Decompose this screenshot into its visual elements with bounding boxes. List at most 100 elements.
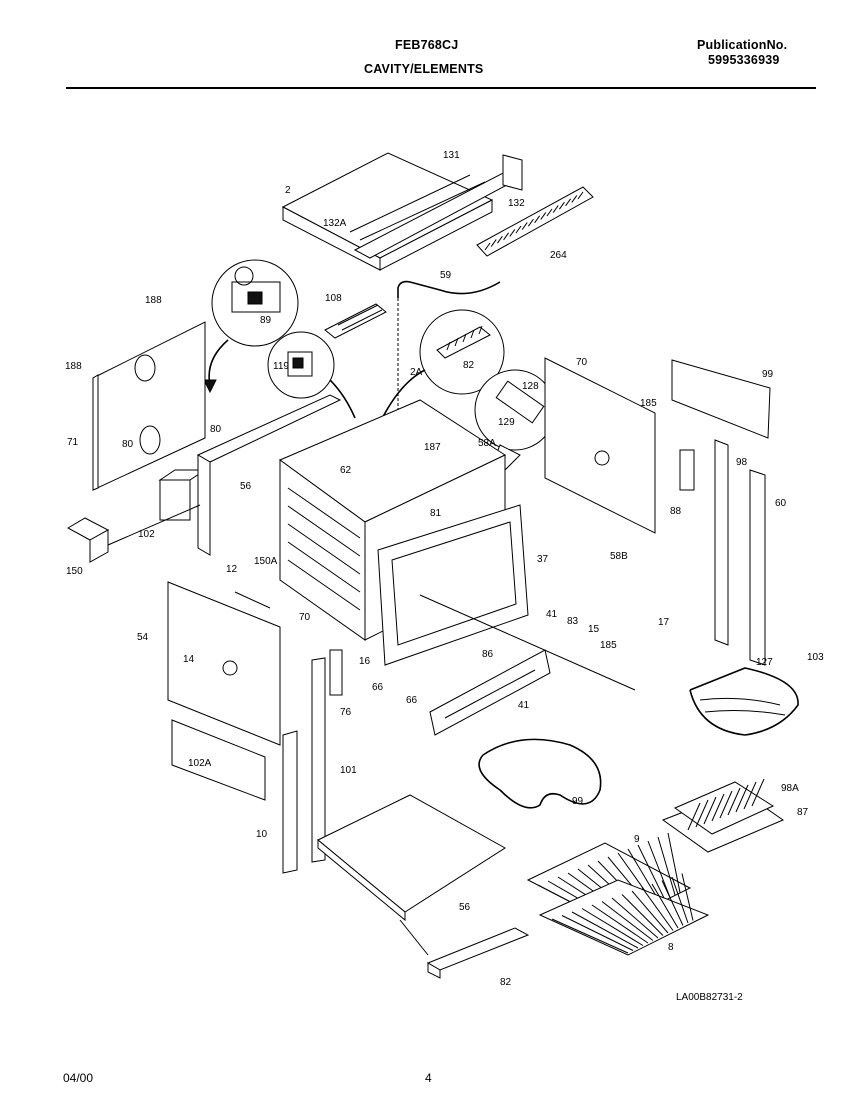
hatch-line xyxy=(577,191,584,200)
vent-panel-103 xyxy=(429,649,551,736)
hatch-line xyxy=(647,840,671,898)
hatch-line xyxy=(581,908,644,946)
hatch-line xyxy=(454,337,459,347)
hatch-line xyxy=(521,222,528,230)
part-callout-98A: 98A xyxy=(781,783,799,794)
hatch-line xyxy=(591,904,649,944)
hatch-line xyxy=(719,790,733,819)
hatch-line xyxy=(735,784,749,813)
assembly-guide-line xyxy=(107,504,201,546)
hatch-line xyxy=(551,918,629,954)
part-callout-62: 62 xyxy=(340,465,352,476)
hatch-line xyxy=(540,212,547,220)
page-number: 4 xyxy=(425,1071,432,1085)
hatch-line xyxy=(641,887,674,931)
gasket-strip-56 xyxy=(749,469,766,666)
bake-element-87 xyxy=(478,738,602,809)
hatch-line xyxy=(561,915,634,951)
part-callout-99: 99 xyxy=(572,796,584,807)
trim-strip-98 xyxy=(714,439,729,646)
part-callout-54: 54 xyxy=(137,632,149,643)
hatch-line xyxy=(571,911,639,949)
hatch-line xyxy=(527,218,534,227)
hatch-line xyxy=(490,239,497,247)
part-callout-188: 188 xyxy=(65,361,82,372)
hatch-line xyxy=(667,832,681,893)
part-callout-81: 81 xyxy=(430,508,442,519)
hatch-line xyxy=(470,329,475,339)
detail-circle-128 xyxy=(474,369,556,471)
part-callout-188: 188 xyxy=(145,295,162,306)
part-callout-70: 70 xyxy=(576,357,588,368)
hatch-line xyxy=(671,876,689,924)
part-callout-83: 83 xyxy=(567,616,579,627)
bracket-102A xyxy=(329,649,343,696)
part-callout-86: 86 xyxy=(482,649,494,660)
part-callout-89: 89 xyxy=(260,315,272,326)
gasket-strip-56-left xyxy=(282,730,298,874)
footer-date: 04/00 xyxy=(63,1071,94,1085)
part-callout-128: 128 xyxy=(522,381,539,392)
hatch-line xyxy=(287,487,361,539)
part-callout-132A: 132A xyxy=(323,218,347,229)
hatch-line xyxy=(661,880,684,926)
hatch-line xyxy=(462,333,467,343)
broil-element-66 xyxy=(689,667,799,736)
hatch-line xyxy=(695,799,709,828)
part-callout-37: 37 xyxy=(537,554,549,565)
control-bracket-80 xyxy=(196,394,342,556)
hatch-line xyxy=(496,235,503,244)
hatch-line xyxy=(446,341,451,351)
hatch-line xyxy=(687,802,701,831)
bottom-panel-82 xyxy=(317,794,506,922)
part-callout-131: 131 xyxy=(443,150,460,161)
part-callout-82: 82 xyxy=(500,977,512,988)
part-callout-87: 87 xyxy=(797,807,809,818)
part-callout-56: 56 xyxy=(459,902,471,913)
part-callout-15: 15 xyxy=(588,624,600,635)
detail-circle-82 xyxy=(371,309,505,441)
part-callout-185: 185 xyxy=(600,640,617,651)
section-title: CAVITY/ELEMENTS xyxy=(364,62,484,76)
oven-front-frame xyxy=(377,504,529,666)
part-callout-108: 108 xyxy=(325,293,342,304)
part-callout-80: 80 xyxy=(210,424,222,435)
part-callout-60: 60 xyxy=(775,498,787,509)
bracket-99-lower xyxy=(171,719,266,801)
part-callout-187: 187 xyxy=(424,442,441,453)
transformer-150 xyxy=(158,469,207,521)
hatch-line xyxy=(601,901,654,941)
part-callout-102A: 102A xyxy=(188,758,212,769)
part-callout-150: 150 xyxy=(66,566,83,577)
part-callout-76: 76 xyxy=(340,707,352,718)
part-callout-82: 82 xyxy=(463,360,475,371)
hatch-line xyxy=(627,848,661,903)
part-callout-150A: 150A xyxy=(254,556,278,567)
part-callout-129: 129 xyxy=(498,417,515,428)
bracket-150A xyxy=(66,517,110,563)
part-callout-88: 88 xyxy=(670,506,682,517)
part-callout-14: 14 xyxy=(183,654,195,665)
hatch-line xyxy=(651,883,679,929)
part-callout-56: 56 xyxy=(240,481,252,492)
hatch-line xyxy=(287,523,361,575)
part-callout-80: 80 xyxy=(122,439,134,450)
hatch-line xyxy=(637,844,666,901)
hatch-line xyxy=(681,873,694,921)
part-callout-17: 17 xyxy=(658,617,670,628)
bracket-102 xyxy=(679,449,695,491)
part-callout-127: 127 xyxy=(756,657,773,668)
hatch-line xyxy=(546,208,553,217)
broiler-pan-10-9 xyxy=(661,778,785,853)
hatch-line xyxy=(509,229,516,237)
part-callout-119: 119 xyxy=(273,361,289,372)
hatch-line xyxy=(484,242,491,251)
hatch-line xyxy=(478,325,483,335)
hatch-line xyxy=(621,894,664,936)
drip-tray-124 xyxy=(426,927,530,979)
hatch-line xyxy=(657,836,676,896)
hatch-line xyxy=(565,198,572,207)
part-callout-16: 16 xyxy=(359,656,371,667)
publication-number: 5995336939 xyxy=(708,53,780,67)
